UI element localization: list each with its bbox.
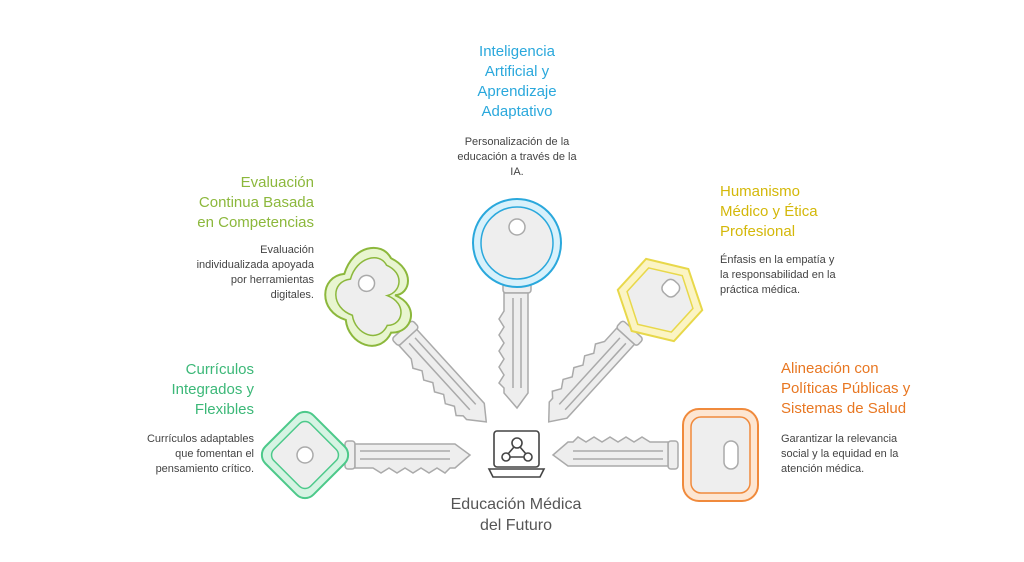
key-orange [552, 408, 759, 502]
key-yellow [534, 257, 704, 433]
key-green [324, 247, 498, 435]
key-teal [260, 410, 471, 500]
key-blue [472, 198, 562, 409]
network-laptop-icon [487, 430, 546, 478]
